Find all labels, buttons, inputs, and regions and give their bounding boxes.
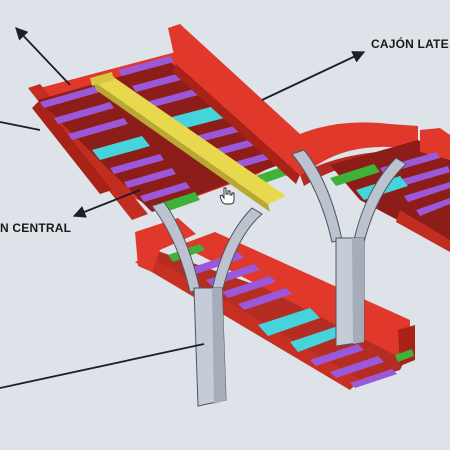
upper-slat-purple — [68, 118, 128, 140]
right-slat-green — [330, 164, 380, 186]
arrow-cajon-central — [72, 189, 141, 218]
hand-pointer-icon — [219, 187, 235, 205]
lower-slat-purple — [310, 344, 364, 366]
right-column-shaft-shade — [352, 238, 364, 344]
upper-cajon-bottom-edge — [32, 100, 112, 194]
lower-slat-purple — [222, 276, 276, 298]
upper-slat-cyan — [92, 136, 150, 160]
right-slat-purple — [392, 166, 450, 188]
yellow-rail-side — [94, 82, 270, 212]
upper-slat-purple — [132, 72, 188, 92]
arrow-column — [0, 343, 205, 389]
label-cajon-central: N CENTRAL — [0, 221, 72, 235]
upper-slat-purple — [124, 168, 176, 188]
right-deck-outer-wall — [396, 210, 450, 252]
upper-slat-purple — [40, 86, 100, 108]
arrow-left-pointer — [0, 121, 41, 131]
yellow-rail-end — [90, 72, 114, 86]
callout-arrows — [0, 27, 366, 389]
upper-deck — [28, 24, 450, 252]
right-slat-purple — [416, 198, 450, 216]
label-cajon-lateral: CAJÓN LATE — [371, 37, 449, 51]
left-column-shaft-shade — [212, 288, 226, 404]
lateral-cajon-wall-shadow — [172, 64, 300, 184]
lower-slat-purple — [350, 369, 397, 388]
upper-slat-purple — [146, 88, 202, 108]
lower-slat-cyan — [290, 326, 346, 352]
lateral-cajon-wall — [168, 24, 418, 175]
right-column — [291, 149, 407, 347]
left-column — [151, 201, 263, 407]
lower-slat-purple — [330, 356, 384, 378]
lower-slat-green — [395, 349, 414, 362]
upper-slat-purple — [118, 56, 174, 76]
lower-deck — [135, 232, 415, 390]
yellow-rail-top — [94, 76, 286, 204]
arrow-top-left — [15, 27, 71, 86]
lower-slat-cyan — [258, 308, 320, 336]
upper-slat-purple — [110, 154, 164, 174]
lower-slat-purple — [238, 288, 292, 310]
right-cajon-end — [420, 128, 450, 160]
arrow-cajon-lateral — [261, 51, 366, 101]
right-slat-purple — [404, 182, 450, 202]
upper-slat-purple — [140, 182, 190, 202]
upper-slat-purple — [54, 102, 114, 124]
